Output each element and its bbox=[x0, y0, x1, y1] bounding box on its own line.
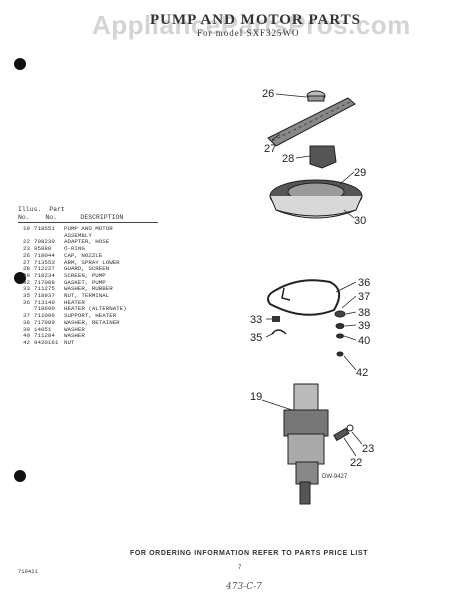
callout-39: 39 bbox=[358, 320, 370, 332]
col-illus-no: No. bbox=[18, 214, 30, 221]
document-number: 719421 bbox=[18, 568, 38, 575]
terminal-nut-part bbox=[271, 316, 287, 335]
handwritten-note: 473-C-7 bbox=[226, 582, 262, 592]
callout-27: 27 bbox=[264, 143, 276, 155]
parts-table-header: Illus. Part No. No. DESCRIPTION bbox=[18, 206, 123, 222]
page-number: 7 bbox=[238, 565, 242, 571]
callout-23: 23 bbox=[362, 443, 374, 455]
callout-42: 42 bbox=[356, 367, 368, 379]
watermark: AppliancePartsPros.com bbox=[92, 10, 411, 40]
hose-adapter-part bbox=[333, 424, 354, 442]
callout-19: 19 bbox=[250, 391, 262, 403]
callout-22: 22 bbox=[350, 457, 362, 469]
heater-element-part bbox=[267, 279, 341, 316]
col-part-no: No. bbox=[45, 214, 58, 221]
ordering-footer: FOR ORDERING INFORMATION REFER TO PARTS … bbox=[130, 550, 369, 557]
binder-hole-icon bbox=[14, 470, 26, 482]
callout-26: 26 bbox=[262, 88, 274, 100]
binder-hole-icon bbox=[14, 272, 26, 284]
pump-motor-part bbox=[283, 383, 329, 505]
callout-29: 29 bbox=[354, 167, 366, 179]
callout-40: 40 bbox=[358, 335, 370, 347]
callout-30: 30 bbox=[354, 215, 366, 227]
col-part-label: Part bbox=[49, 206, 65, 213]
page-title: PUMP AND MOTOR PARTS bbox=[150, 12, 362, 28]
page-subtitle: For model SXF325WO bbox=[197, 28, 300, 38]
col-illus-label: Illus. bbox=[18, 206, 42, 213]
callout-33: 33 bbox=[250, 314, 262, 326]
callout-35: 35 bbox=[250, 332, 262, 344]
callout-37: 37 bbox=[358, 291, 370, 303]
callout-38: 38 bbox=[358, 307, 370, 319]
nozzle-cap-part bbox=[306, 90, 326, 102]
callout-36: 36 bbox=[358, 277, 370, 289]
spray-arm-part bbox=[267, 97, 356, 147]
pump-screen-part bbox=[269, 179, 363, 219]
table-row: ASSEMBLY bbox=[64, 231, 92, 239]
screen-guard-part bbox=[309, 145, 337, 169]
diagram-code: DW-9427 bbox=[322, 474, 348, 480]
binder-hole-icon bbox=[14, 58, 26, 70]
washer-stack-part bbox=[334, 310, 346, 357]
leader-lines bbox=[261, 93, 363, 457]
col-description: DESCRIPTION bbox=[80, 214, 124, 221]
callout-28: 28 bbox=[282, 153, 294, 165]
header-rule bbox=[18, 222, 158, 223]
